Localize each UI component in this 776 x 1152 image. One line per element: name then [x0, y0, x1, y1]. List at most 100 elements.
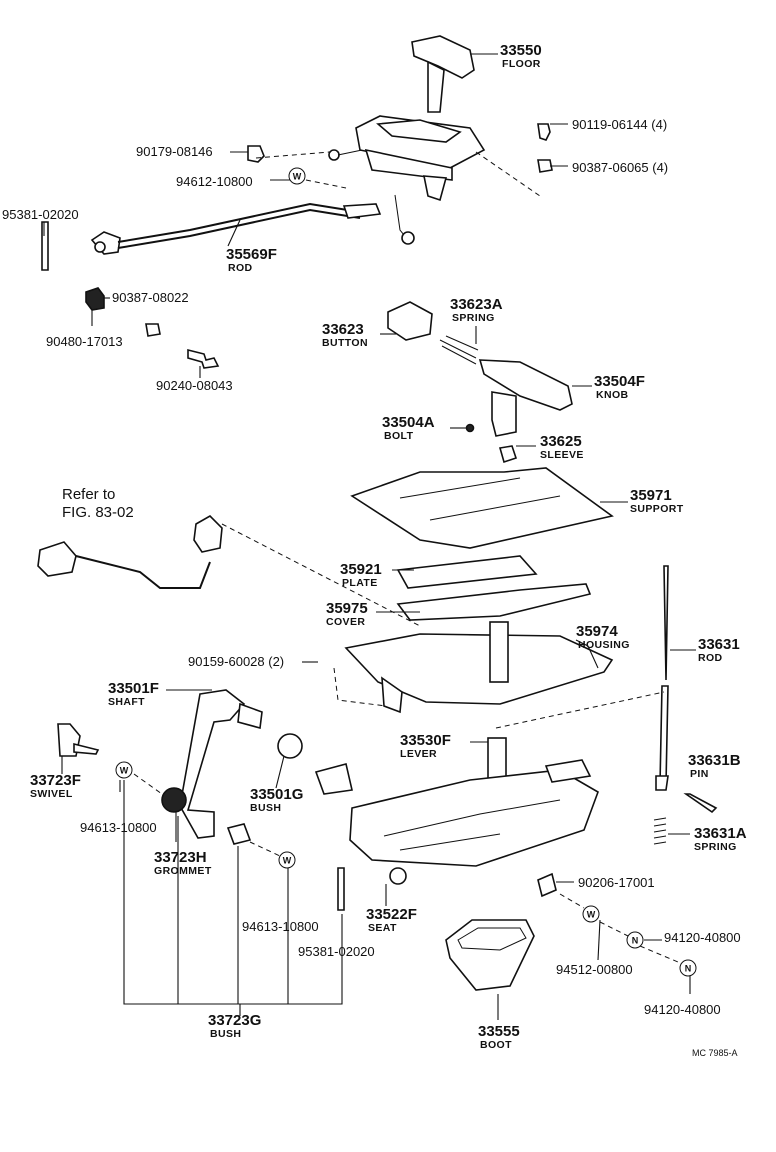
nut-90179 [247, 145, 265, 163]
part-94613-left-number: 94613-10800 [80, 820, 157, 835]
part-33550-name: FLOOR [502, 58, 541, 70]
part-33723h-name: GROMMET [154, 865, 212, 877]
part-94120-b-number: 94120-40800 [644, 1002, 721, 1017]
part-90159-number: 90159-60028 (2) [188, 654, 284, 669]
bolt-90240 [187, 348, 220, 369]
part-35974-name: HOUSING [578, 639, 630, 651]
part-33504a-number: 33504A [382, 414, 435, 431]
svg-text:W: W [283, 856, 292, 866]
support-35971 [350, 467, 614, 549]
svg-text:W: W [120, 766, 129, 776]
part-33631b-name: PIN [690, 768, 709, 780]
part-33623a-name: SPRING [452, 312, 495, 324]
part-90480-number: 90480-17013 [46, 334, 123, 349]
plate-35921 [396, 555, 538, 589]
reference-line-1: Refer to [62, 486, 115, 503]
nut-90387 [537, 159, 553, 173]
part-35971-name: SUPPORT [630, 503, 684, 515]
part-90206-number: 90206-17001 [578, 875, 655, 890]
housing-35974 [344, 621, 614, 714]
pin-95381-top [41, 221, 49, 271]
washer-symbol-94512 [582, 905, 600, 923]
part-33504a-name: BOLT [384, 430, 414, 442]
figure-code: MC 7985-A [692, 1048, 738, 1058]
boot-33555 [445, 919, 535, 991]
part-33723h-number: 33723H [154, 849, 207, 866]
part-33504f-name: KNOB [596, 389, 629, 401]
symbols: W W W W N N [115, 167, 697, 977]
bush-90387-08022 [145, 323, 161, 337]
part-33623-number: 33623 [322, 321, 364, 338]
part-33631a-name: SPRING [694, 841, 737, 853]
part-labels: 33550 FLOOR 90119-06144 (4) 90387-06065 … [2, 42, 747, 1058]
bolt-90119 [537, 123, 551, 141]
shaft-33501f [57, 689, 353, 911]
pin-95381-bottom [337, 867, 345, 911]
svg-text:N: N [685, 964, 692, 974]
part-94612-number: 94612-10800 [176, 174, 253, 189]
part-33723g-name: BUSH [210, 1028, 241, 1040]
part-95381-bottom-number: 95381-02020 [298, 944, 375, 959]
part-95381-top-number: 95381-02020 [2, 207, 79, 222]
part-33501f-name: SHAFT [108, 696, 145, 708]
part-94512-number: 94512-00800 [556, 962, 633, 977]
part-33631a-number: 33631A [694, 825, 747, 842]
part-90119-number: 90119-06144 (4) [572, 117, 667, 132]
part-35971-number: 35971 [630, 487, 672, 504]
part-94613-right-number: 94613-10800 [242, 919, 319, 934]
part-33501g-number: 33501G [250, 786, 303, 803]
wiring-harness [37, 515, 223, 589]
part-35921-name: PLATE [342, 577, 378, 589]
part-90387-06065-number: 90387-06065 (4) [572, 160, 668, 175]
part-33555-number: 33555 [478, 1023, 520, 1040]
part-33550-number: 33550 [500, 42, 542, 59]
rod-35569f [90, 202, 382, 255]
part-33530f-number: 33530F [400, 732, 451, 749]
seat-33522f [349, 737, 599, 898]
washer-symbol-94613-left [115, 761, 133, 779]
part-35975-number: 35975 [326, 600, 368, 617]
part-33623-name: BUTTON [322, 337, 368, 349]
cover-35975 [396, 583, 592, 621]
part-33723g-number: 33723G [208, 1012, 261, 1029]
part-33555-name: BOOT [480, 1039, 512, 1051]
part-33522f-name: SEAT [368, 922, 397, 934]
part-33631-name: ROD [698, 652, 723, 664]
part-33522f-number: 33522F [366, 906, 417, 923]
part-33723f-number: 33723F [30, 772, 81, 789]
svg-text:W: W [587, 910, 596, 920]
washer-symbol-94612 [288, 167, 306, 185]
part-33501f-number: 33501F [108, 680, 159, 697]
part-33631-number: 33631 [698, 636, 740, 653]
svg-text:N: N [632, 936, 639, 946]
part-33625-number: 33625 [540, 433, 582, 450]
part-33501g-name: BUSH [250, 802, 281, 814]
part-33530f-name: LEVER [400, 748, 437, 760]
knob-assembly [387, 301, 573, 464]
part-90387-08022-number: 90387-08022 [112, 290, 189, 305]
reference-line-2: FIG. 83-02 [62, 504, 134, 521]
dashed-assembly-lines [133, 151, 679, 963]
part-33625-name: SLEEVE [540, 449, 584, 461]
part-35975-name: COVER [326, 616, 365, 628]
part-35569f-name: ROD [228, 262, 253, 274]
leader-lines [43, 53, 696, 1020]
part-35921-number: 35921 [340, 561, 382, 578]
svg-text:W: W [293, 172, 302, 182]
part-94120-a-number: 94120-40800 [664, 930, 741, 945]
rod-33631 [653, 565, 718, 845]
part-33723f-name: SWIVEL [30, 788, 73, 800]
part-35974-number: 35974 [576, 623, 618, 640]
bush-90480 [85, 287, 105, 311]
nut-symbol-94120-a [626, 931, 644, 949]
part-90179-number: 90179-08146 [136, 144, 213, 159]
floor-shift-assembly [328, 35, 486, 245]
part-33504f-number: 33504F [594, 373, 645, 390]
part-33631b-number: 33631B [688, 752, 741, 769]
part-90240-number: 90240-08043 [156, 378, 233, 393]
washer-symbol-94613-right [278, 851, 296, 869]
part-35569f-number: 35569F [226, 246, 277, 263]
nut-symbol-94120-b [679, 959, 697, 977]
